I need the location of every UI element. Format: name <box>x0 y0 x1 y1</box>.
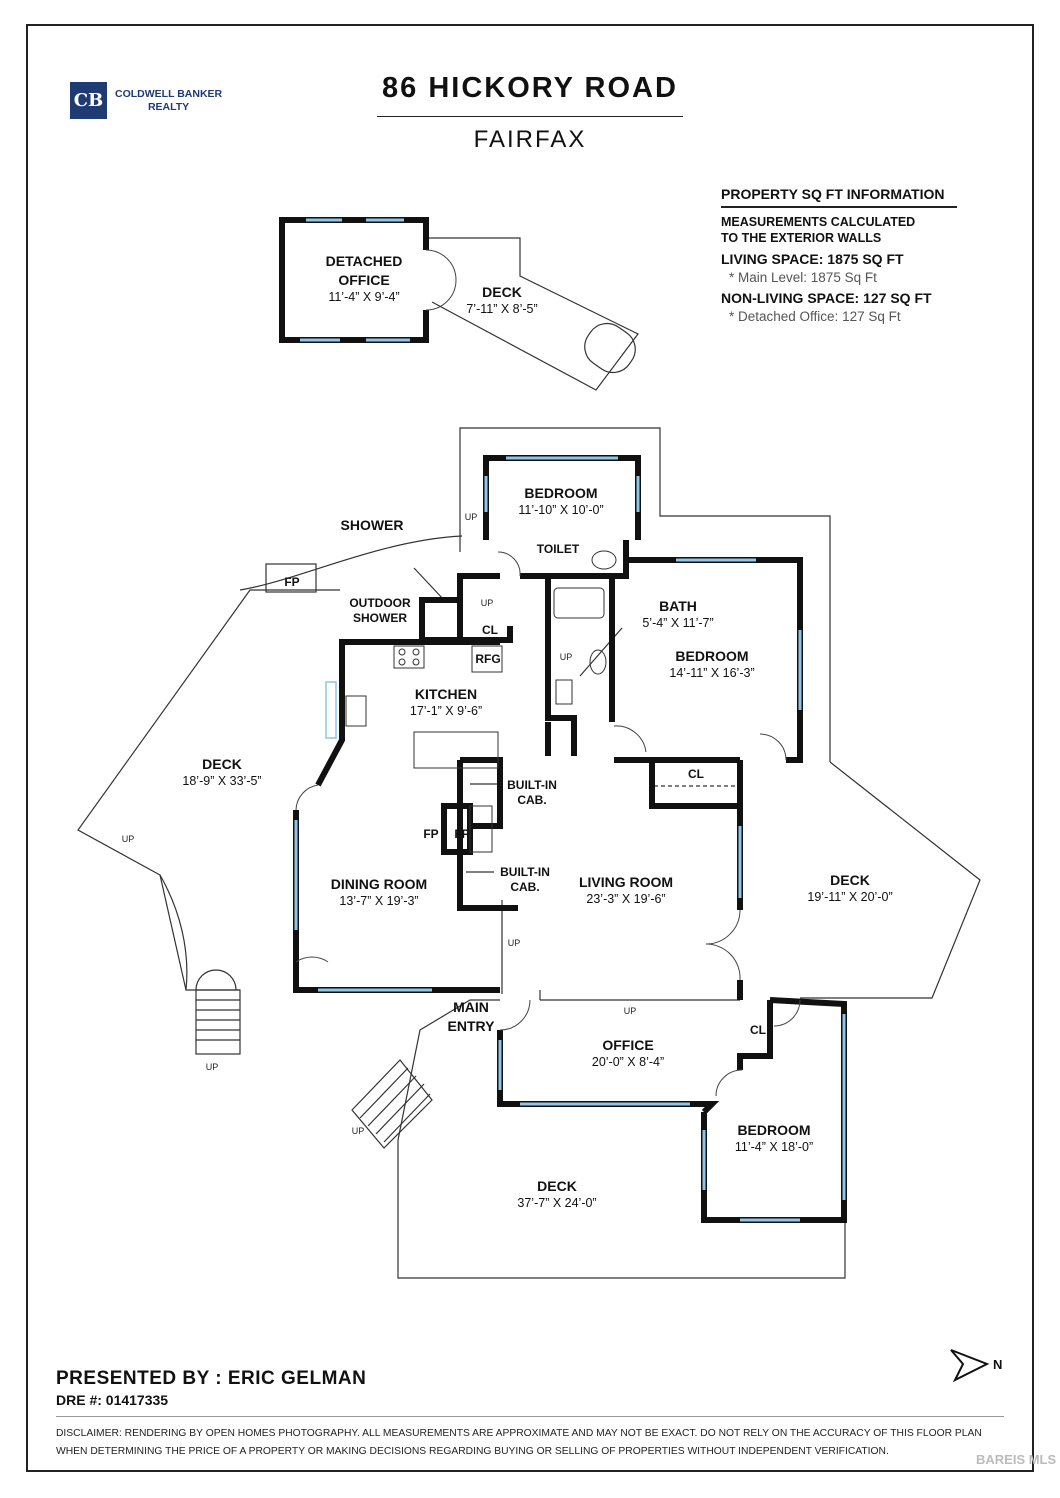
room-bedroom-bottom: BEDROOM 11’-4” X 18’-0” <box>734 1122 814 1154</box>
up-marker-8: UP <box>351 1126 365 1136</box>
detached-office-walls <box>279 217 429 343</box>
kitchen-walls <box>315 639 500 787</box>
non-living-space: NON-LIVING SPACE: 127 SQ FT <box>721 290 932 306</box>
north-arrow-icon: N <box>947 1346 1011 1391</box>
brokerage-logo: CB COLDWELL BANKER REALTY <box>70 82 222 119</box>
deck-left-arc <box>159 874 188 991</box>
deck-bottom-edge <box>397 999 500 1141</box>
label-rfg: RFG <box>475 652 501 666</box>
label-toilet: TOILET <box>536 542 580 556</box>
room-deck-bottom: DECK 37’-7” X 24’-0” <box>517 1178 597 1210</box>
bathtub <box>553 587 605 619</box>
label-cl-2: CL <box>688 767 704 781</box>
method-line-2: TO THE EXTERIOR WALLS <box>721 231 882 245</box>
room-bedroom-top: BEDROOM 11’-10” X 10’-0” <box>518 485 604 517</box>
kitchen-sink <box>345 695 367 727</box>
disclaimer-divider <box>56 1416 1004 1417</box>
room-bedroom-right: BEDROOM 14’-11” X 16’-3” <box>669 648 755 680</box>
label-fp-1: FP <box>423 827 439 841</box>
compass-label: N <box>993 1357 1003 1372</box>
bath-toilet <box>589 649 607 675</box>
room-kitchen: KITCHEN 17’-1” X 9’-6” <box>409 686 483 718</box>
label-fp-2: FP <box>454 827 470 841</box>
bath-walls <box>545 578 577 756</box>
room-office: OFFICE 20’-0” X 8’-4” <box>591 1037 665 1069</box>
label-outdoor-shower: OUTDOOR SHOWER <box>349 596 411 625</box>
disclaimer: DISCLAIMER: RENDERING BY OPEN HOMES PHOT… <box>56 1428 982 1457</box>
stairs-bottom-treads <box>359 1067 431 1143</box>
non-living-detail: * Detached Office: 127 Sq Ft <box>729 309 901 324</box>
presented-by: PRESENTED BY : ERIC GELMAN <box>56 1368 367 1389</box>
mls-watermark: BAREIS MLS <box>976 1452 1057 1467</box>
room-bath: BATH 5’-4” X 11’-7” <box>642 598 714 630</box>
logo-line-2: REALTY <box>147 100 190 113</box>
fireplace-walls <box>460 757 503 829</box>
label-builtin-1: BUILT-IN CAB. <box>507 778 557 807</box>
up-marker-1: UP <box>464 512 478 522</box>
living-detail: * Main Level: 1875 Sq Ft <box>729 270 877 285</box>
property-address: 86 HICKORY ROAD <box>382 72 678 104</box>
stairs-bottom <box>351 1059 433 1149</box>
top-toilet <box>591 550 617 570</box>
bedroom-bottom-walls <box>701 997 847 1223</box>
room-dining: DINING ROOM 13’-7” X 19’-3” <box>330 876 428 908</box>
title-divider <box>377 116 683 117</box>
fp-insert <box>469 805 493 853</box>
label-builtin-2: BUILT-IN CAB. <box>500 865 550 894</box>
method-line-1: MEASUREMENTS CALCULATED <box>721 215 916 229</box>
cb-logo-mark: CB <box>70 82 107 119</box>
north-outline <box>459 427 831 762</box>
label-shower: SHOWER <box>340 517 404 533</box>
sqft-heading: PROPERTY SQ FT INFORMATION <box>721 186 957 208</box>
deck-small-outline <box>428 237 639 391</box>
logo-line-1: COLDWELL BANKER <box>115 87 223 100</box>
up-marker-4: UP <box>121 834 135 844</box>
bath-sink <box>555 679 573 705</box>
kitchen-island <box>413 731 499 769</box>
label-cl-1: CL <box>482 623 498 637</box>
up-marker-5: UP <box>507 938 521 948</box>
stairs-left <box>195 989 241 1055</box>
dre-number: DRE #: 01417335 <box>56 1392 169 1408</box>
deck-left-curve <box>239 535 463 591</box>
doors <box>295 249 801 1097</box>
up-marker-7: UP <box>205 1062 219 1072</box>
windows <box>294 218 846 1222</box>
property-city: FAIRFAX <box>473 126 587 153</box>
up-marker-6: UP <box>623 1006 637 1016</box>
up-marker-2: UP <box>480 598 494 608</box>
fp-outdoor-box <box>265 563 317 593</box>
tub-outdoor <box>584 322 636 374</box>
deck-bottom-outline <box>397 1140 846 1279</box>
living-space: LIVING SPACE: 1875 SQ FT <box>721 251 904 267</box>
room-deck-small: DECK 7’-11” X 8’-5” <box>466 284 538 316</box>
deck-outlines <box>77 237 981 1279</box>
label-cl-3: CL <box>750 1023 766 1037</box>
fixtures <box>345 550 617 853</box>
room-deck-right: DECK 19’-11” X 20’-0” <box>807 872 893 904</box>
refrigerator <box>471 645 503 673</box>
room-deck-left: DECK 18’-9” X 33’-5” <box>182 756 262 788</box>
room-detached-office: DETACHED OFFICE 11’-4” X 9’-4” <box>325 253 403 304</box>
label-fp-outdoor: FP <box>284 575 300 589</box>
closet-walls <box>649 760 743 809</box>
deck-left-outline <box>77 589 340 991</box>
cooktop <box>393 645 425 669</box>
label-main-entry: MAIN ENTRY <box>447 999 495 1034</box>
stairs-left-treads <box>196 999 240 1041</box>
shower-walls <box>419 573 513 643</box>
deck-right-outline <box>800 761 981 999</box>
page-frame <box>26 24 1034 1472</box>
up-marker-3: UP <box>559 652 573 662</box>
room-living: LIVING ROOM 23’-3” X 19’-6” <box>578 874 674 906</box>
sqft-info-panel: PROPERTY SQ FT INFORMATION MEASUREMENTS … <box>721 186 961 324</box>
